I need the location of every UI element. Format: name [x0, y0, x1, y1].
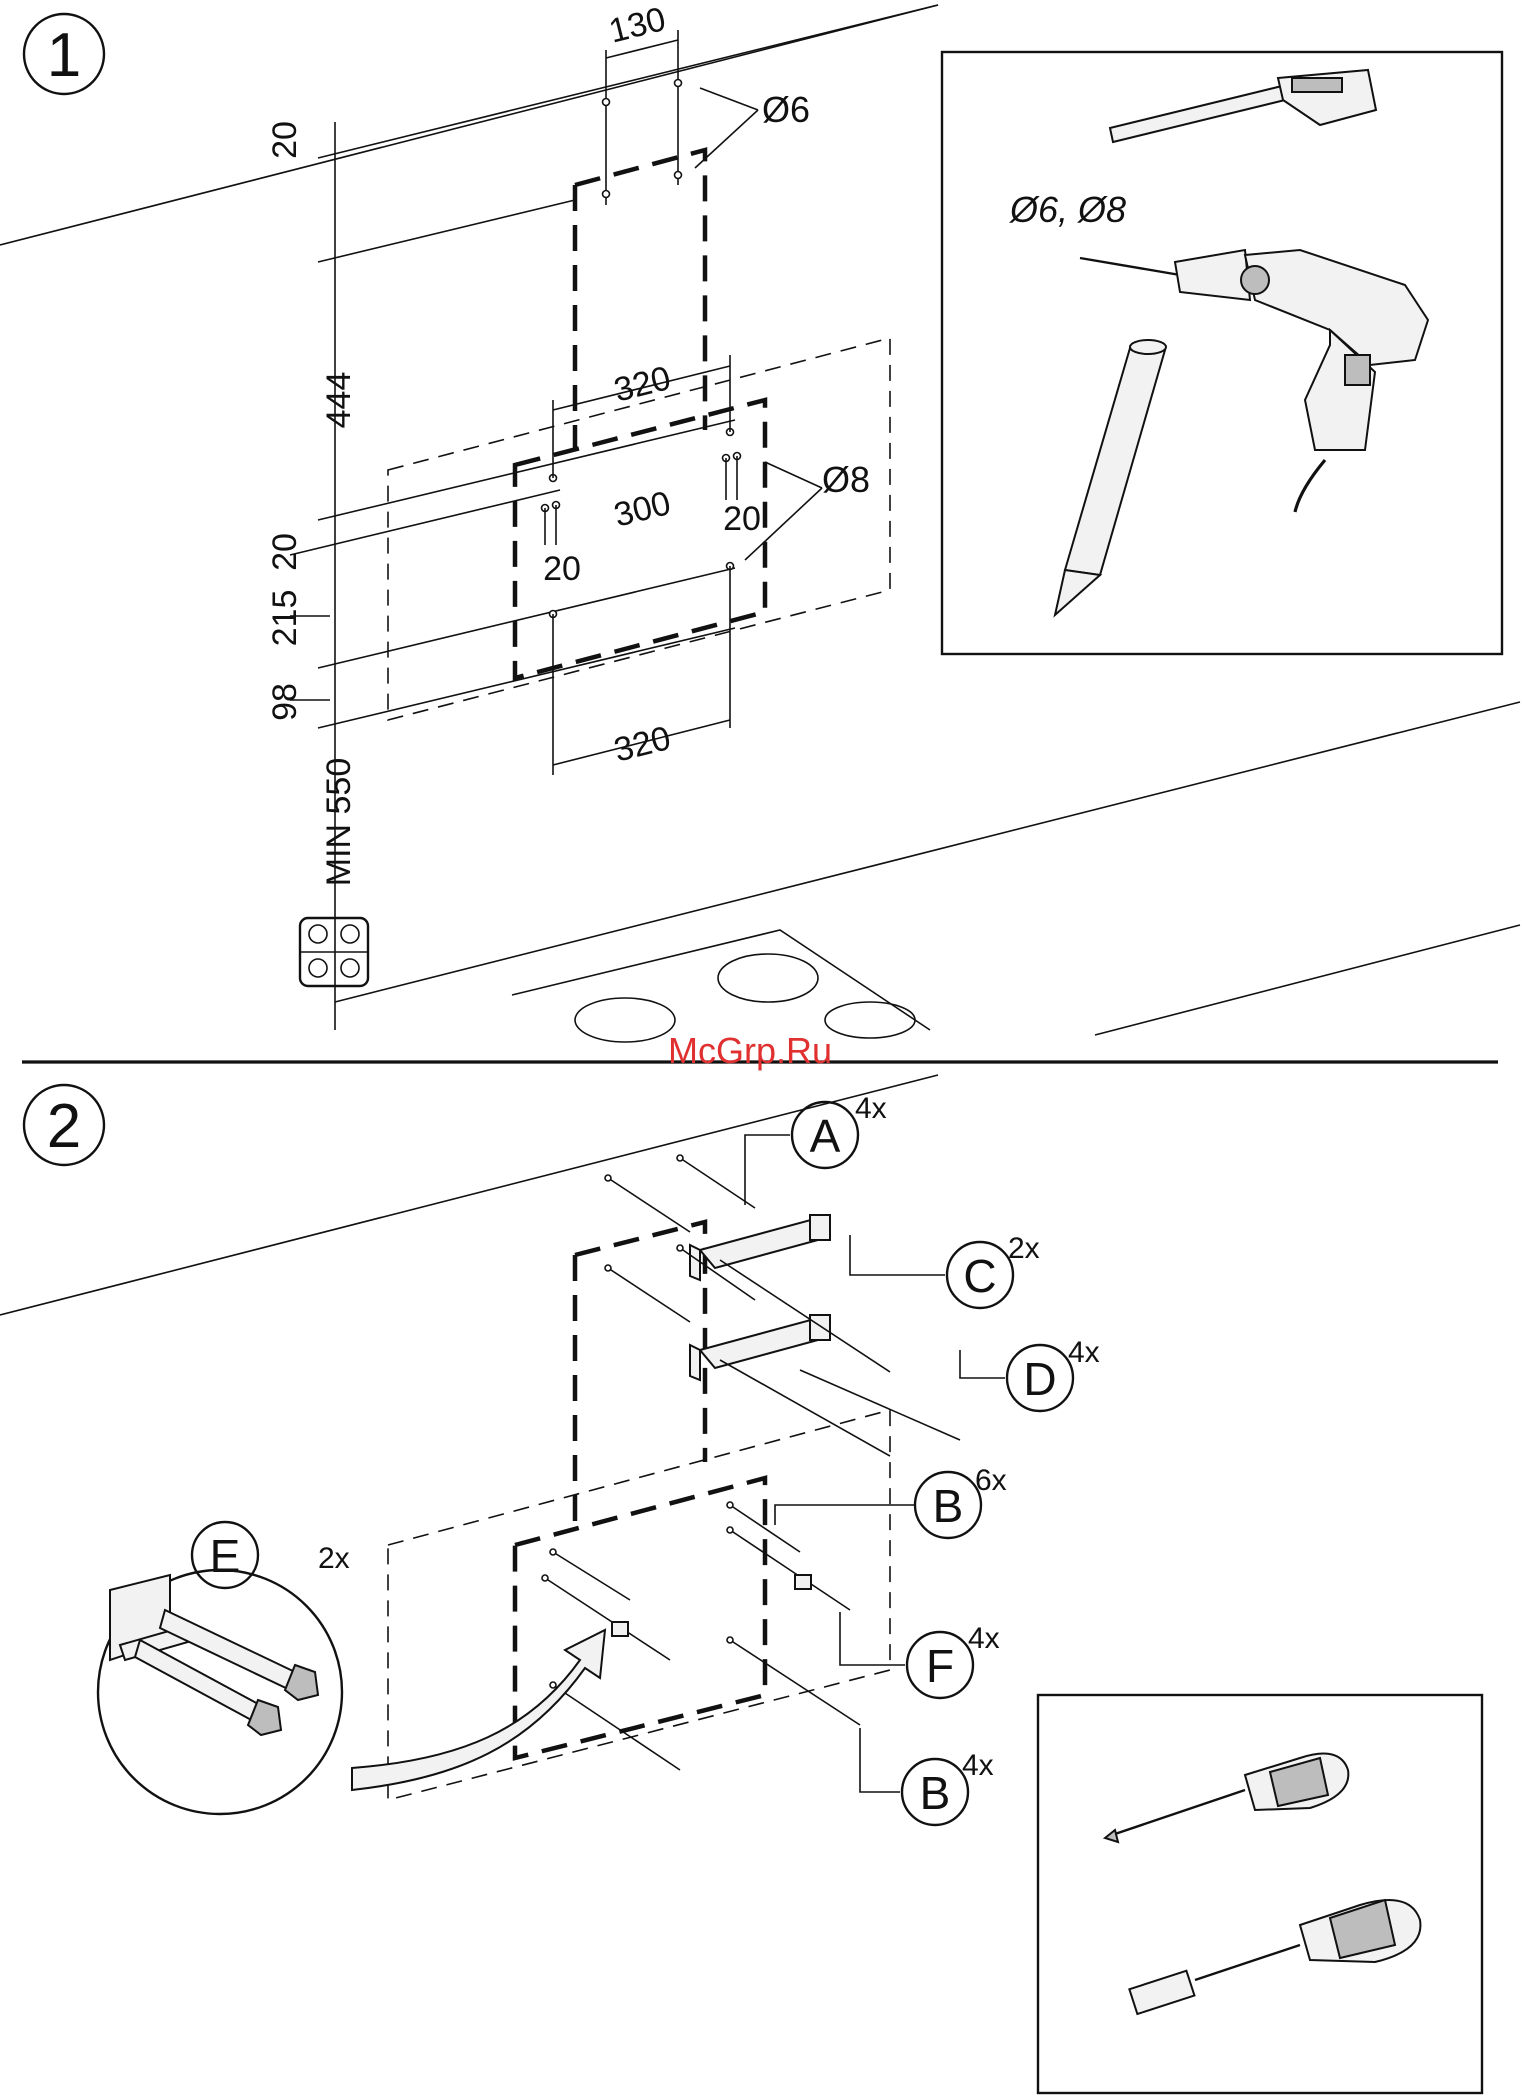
- svg-text:6x: 6x: [975, 1464, 1007, 1497]
- part-label-d[interactable]: D 4x: [960, 1336, 1100, 1411]
- hole-d6-top-left: [603, 99, 610, 106]
- svg-text:4x: 4x: [968, 1622, 1000, 1655]
- dim-v-215: 215: [266, 590, 304, 647]
- svg-text:F: F: [926, 1640, 954, 1692]
- hole-d6-bottom-right: [675, 172, 682, 179]
- hole-d6-bottom-left: [603, 191, 610, 198]
- ceiling-line-step2: [0, 1075, 938, 1315]
- chimney-upper-outline: [575, 150, 705, 455]
- svg-text:A: A: [810, 1110, 841, 1162]
- svg-text:C: C: [963, 1250, 996, 1302]
- step2-number-badge: 2: [24, 1085, 104, 1165]
- detail-arrow: [352, 1630, 605, 1790]
- hob-burner-2: [575, 998, 675, 1042]
- hood-silhouette-step2: [388, 1410, 890, 1800]
- step1-panel: 1 130 Ø6 20 444 20 215: [0, 0, 1520, 1042]
- step2-panel: 2: [0, 1075, 1482, 2093]
- svg-text:4x: 4x: [1068, 1336, 1100, 1369]
- svg-text:2x: 2x: [1008, 1232, 1040, 1265]
- dim-v-98: 98: [266, 683, 304, 721]
- dim-300: 300: [610, 484, 674, 535]
- svg-text:B: B: [933, 1480, 964, 1532]
- dim-444: 444: [320, 372, 358, 429]
- svg-text:B: B: [920, 1767, 951, 1819]
- hood-body-outline-step2: [515, 1478, 765, 1758]
- bracket-e-icon: [110, 1575, 318, 1735]
- label-d6: Ø6: [762, 89, 810, 130]
- label-drill-bits: Ø6, Ø8: [1009, 189, 1126, 230]
- part-label-b-4x[interactable]: B 4x: [860, 1728, 994, 1825]
- svg-text:D: D: [1023, 1353, 1056, 1405]
- svg-text:4x: 4x: [962, 1749, 994, 1782]
- dim-v-20-top: 20: [266, 121, 304, 159]
- part-label-c[interactable]: C 2x: [850, 1232, 1040, 1308]
- hob-burner-3: [825, 1002, 915, 1038]
- svg-text:4x: 4x: [855, 1092, 887, 1125]
- hole-d6-top-right: [675, 80, 682, 87]
- chimney-upper-outline-step2: [575, 1222, 705, 1525]
- detail-letter: E: [210, 1530, 241, 1582]
- tape-measure-icon: [1110, 70, 1376, 142]
- dim-320-bottom: 320: [610, 719, 674, 770]
- detail-count: 2x: [318, 1542, 350, 1575]
- dim-v-20-mid: 20: [266, 533, 304, 571]
- worktop-edge: [335, 702, 1520, 1002]
- step1-number-badge: 1: [24, 14, 104, 94]
- dim-min-550: MIN 550: [320, 758, 358, 887]
- tools-box-step2: [1038, 1695, 1482, 2093]
- bracket-c-lower: [690, 1315, 830, 1380]
- dim-320-top: 320: [610, 359, 674, 410]
- dim-20-left: 20: [543, 550, 581, 588]
- detail-magnifier-e: E 2x: [98, 1522, 605, 1814]
- dim-130: 130: [605, 0, 669, 51]
- hob-burner-1: [718, 954, 818, 1002]
- wall-plug-f-right: [795, 1575, 811, 1589]
- hob-icon: [300, 918, 368, 986]
- part-label-b-6x[interactable]: B 6x: [775, 1464, 1007, 1538]
- part-label-a[interactable]: A 4x: [745, 1092, 887, 1205]
- dim-20-right: 20: [723, 500, 761, 538]
- watermark: McGrp.Ru: [668, 1030, 832, 1071]
- screwdriver-phillips-icon: [1105, 1754, 1348, 1842]
- label-d8: Ø8: [822, 459, 870, 500]
- step1-number: 1: [47, 21, 81, 90]
- screwdriver-nut-icon: [1129, 1900, 1420, 2014]
- wall-plug-f-left: [612, 1622, 628, 1636]
- step2-number: 2: [47, 1092, 81, 1161]
- part-label-f[interactable]: F 4x: [840, 1612, 1000, 1698]
- hob-surface: [512, 930, 930, 1030]
- pencil-icon: [1055, 340, 1166, 615]
